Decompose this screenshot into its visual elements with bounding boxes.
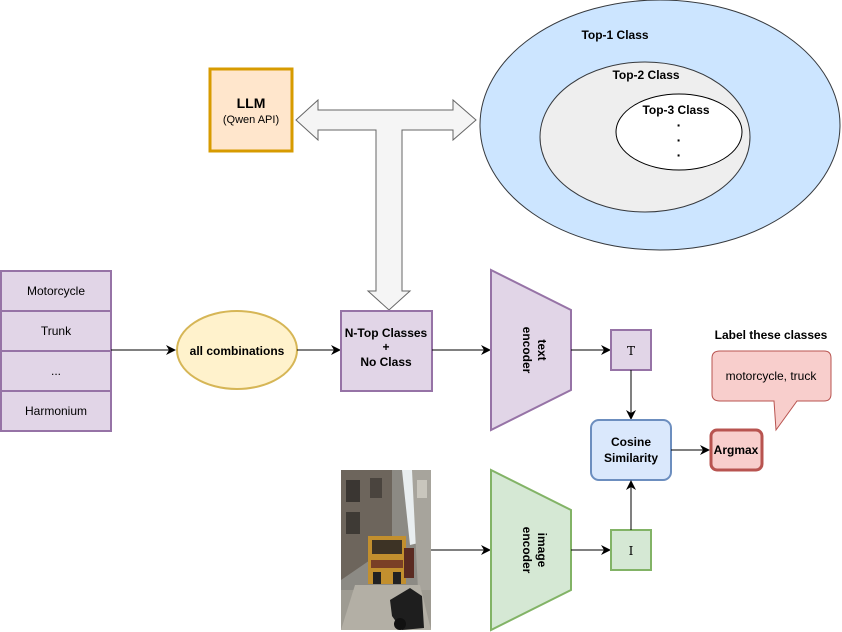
class-item-ellipsis [0,350,112,392]
image-encoder: image encoder [490,468,572,632]
argmax-box: Argmax [709,428,764,472]
llm-title: LLM [237,95,266,111]
llm-subtitle: (Qwen API) [223,114,279,126]
t-token-box: T [610,329,652,371]
label-heading: Label these classes [715,328,828,342]
top1-label: Top-1 Class [581,28,648,42]
cosine-line2: Similarity [604,451,658,465]
text-encoder-line1: text [535,339,549,360]
i-token-label: I [629,544,634,558]
top3-dot-3: · [677,147,682,163]
input-street-photo [341,470,431,630]
class-item-motorcycle [0,270,112,312]
class-item-trunk-label: Trunk [41,324,72,338]
cosine-similarity-box: Cosine Similarity [590,419,672,481]
class-item-ellipsis-label: ... [51,364,61,378]
label-callout: motorcycle, truck [711,350,832,432]
image-encoder-line1: image [535,533,549,568]
class-item-harmonium [0,390,112,432]
class-list: Motorcycle Trunk ... Harmonium [0,270,112,432]
llm-box: LLM (Qwen API) [208,67,294,153]
callout-text: motorcycle, truck [726,369,818,383]
argmax-label: Argmax [714,443,759,457]
top3-dot-2: · [677,132,682,148]
top2-label: Top-2 Class [612,68,679,82]
class-item-harmonium-label: Harmonium [25,404,87,418]
ntop-line3: No Class [360,355,412,369]
class-item-motorcycle-label: Motorcycle [27,284,85,298]
i-token-box: I [610,529,652,571]
cosine-line1: Cosine [611,435,651,449]
ntop-classes-box: N-Top Classes + No Class [340,310,433,392]
top3-label: Top-3 Class [642,103,709,117]
t-token-label: T [627,344,635,358]
combinations-label: all combinations [190,344,285,358]
text-encoder-line2: encoder [520,327,534,374]
class-hierarchy: Top-1 Class Top-2 Class Top-3 Class · · … [479,0,841,251]
image-encoder-line2: encoder [520,527,534,574]
top3-dot-1: · [677,117,682,133]
ntop-line1: N-Top Classes [345,326,428,340]
text-encoder: text encoder [490,268,572,432]
llm-class-bidirectional-arrow [295,98,477,311]
ntop-line2: + [382,340,389,354]
top3-ellipse [615,93,743,171]
combinations-node: all combinations [176,310,298,390]
